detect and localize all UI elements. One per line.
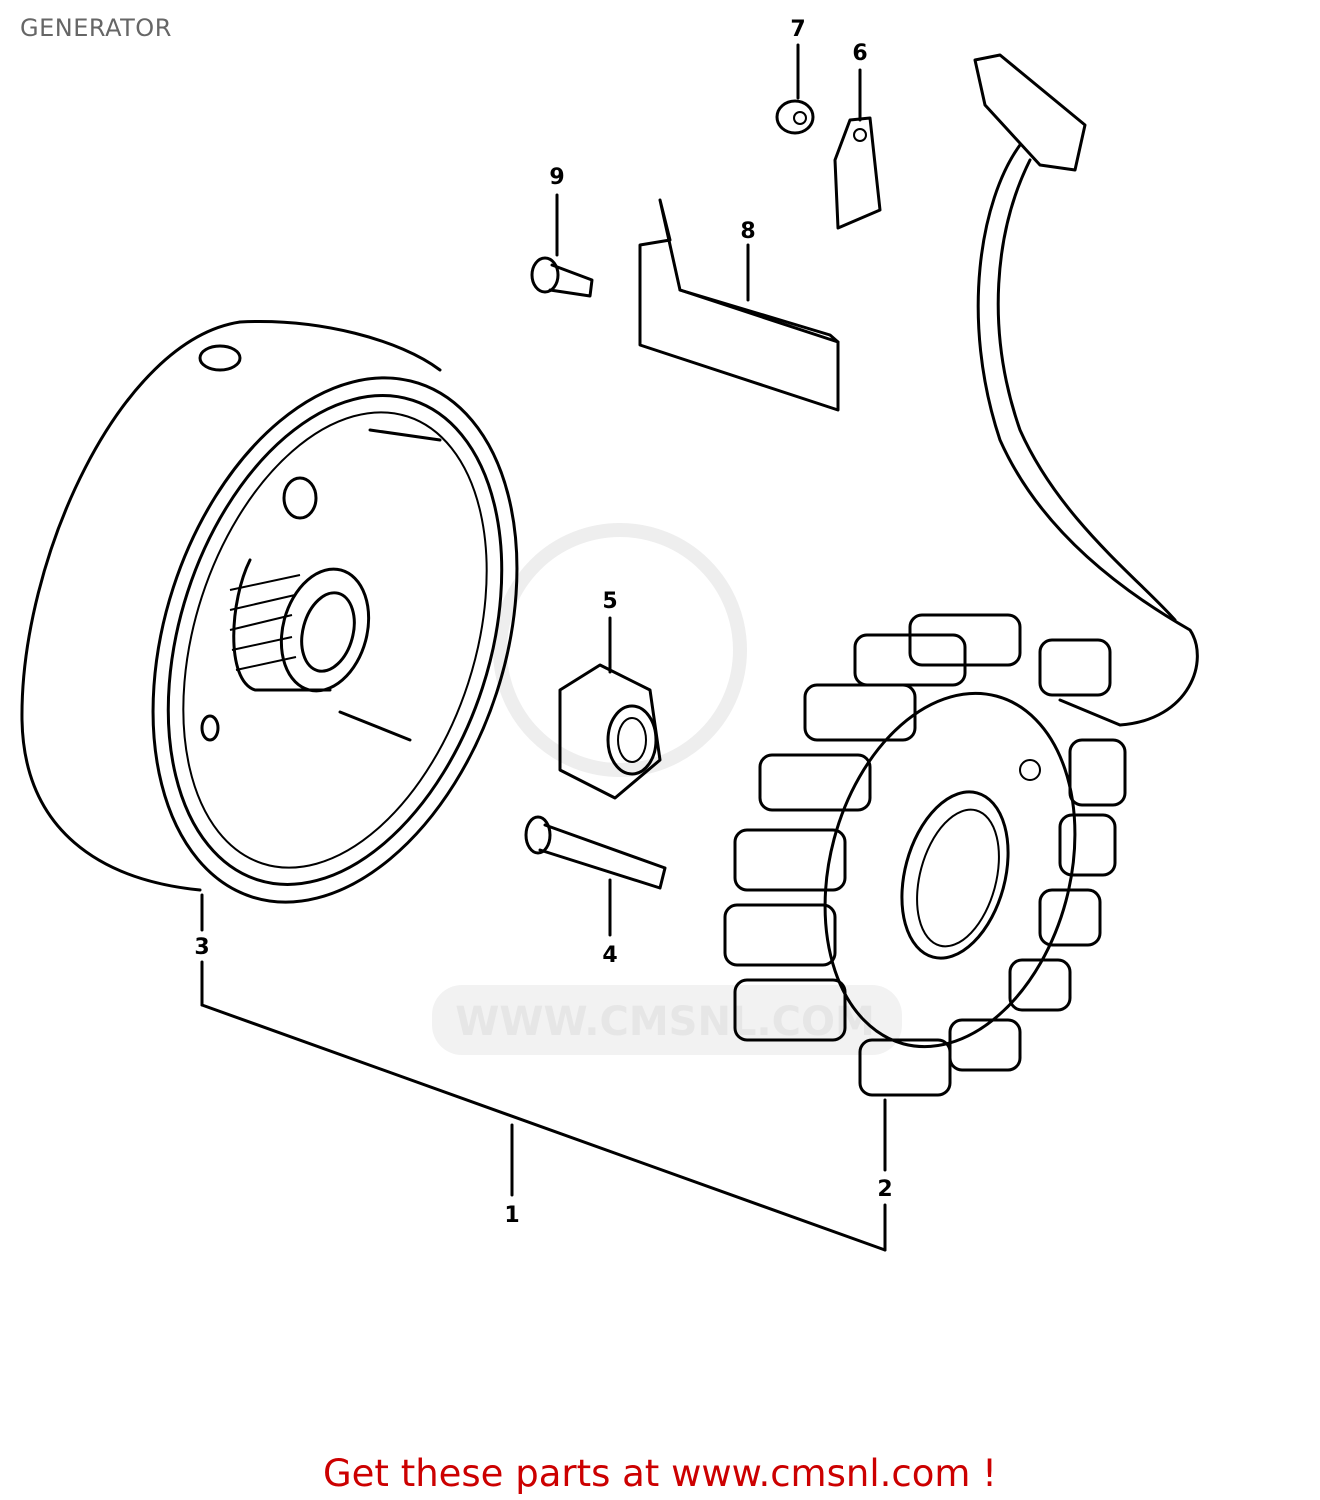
stator-part (723, 53, 1199, 1097)
bolt-part (524, 815, 667, 890)
callout-3: 3 (194, 935, 209, 960)
callout-9: 9 (549, 165, 564, 190)
callout-6: 6 (852, 41, 867, 66)
callout-1: 1 (504, 1203, 519, 1228)
watermark-text: WWW.CMSNL.COM (455, 999, 875, 1045)
callout-2: 2 (877, 1177, 892, 1202)
clamp-part (638, 198, 840, 412)
footer-link[interactable]: Get these parts at www.cmsnl.com ! (322, 1452, 997, 1495)
page-title: GENERATOR (20, 14, 172, 42)
callout-lines (200, 43, 887, 1252)
callout-8: 8 (740, 219, 755, 244)
callout-4: 4 (602, 943, 617, 968)
nut-part (558, 663, 662, 800)
watermark-logo: WWW.CMSNL.COM (432, 523, 902, 1055)
small-nut-part (775, 99, 815, 135)
plate-part (833, 116, 882, 230)
screw-part (530, 256, 594, 298)
callout-5: 5 (602, 589, 617, 614)
callout-7: 7 (790, 17, 805, 42)
flywheel-rotor (20, 320, 519, 904)
